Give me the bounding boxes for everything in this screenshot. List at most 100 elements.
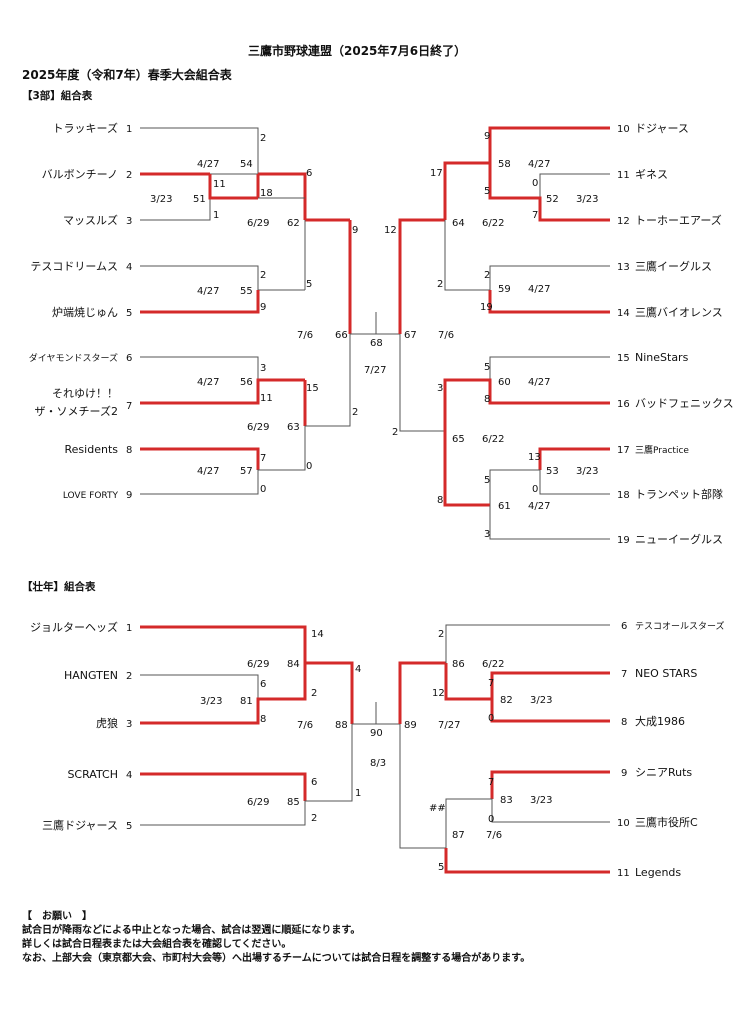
bracket-label: 7/6 <box>297 330 313 341</box>
bracket-label: 2 <box>311 688 317 699</box>
team-number: 8 <box>621 717 627 728</box>
team-number: 6 <box>126 353 132 364</box>
team-name: ダイヤモンドスターズ <box>29 352 118 364</box>
team-name: NEO STARS <box>635 667 697 680</box>
team-number: 18 <box>617 490 630 501</box>
bracket-line <box>443 378 610 431</box>
team-number: 7 <box>126 401 132 412</box>
bracket-line <box>488 126 610 163</box>
bracket-label: 4/27 <box>528 159 550 170</box>
bracket-label: 6/22 <box>482 659 504 670</box>
team-number: 7 <box>621 669 627 680</box>
team-number: 4 <box>126 262 132 273</box>
bracket-label: 53 <box>546 466 559 477</box>
section-header-3bu: 【3部】組合表 <box>22 90 93 102</box>
team-name: SCRATCH <box>67 768 118 781</box>
bracket-label: 13 <box>528 452 541 463</box>
team-number: 10 <box>617 124 630 135</box>
bracket-label: 8 <box>260 714 266 725</box>
bracket-label: 15 <box>306 383 319 394</box>
bracket-line <box>140 127 259 175</box>
bracket-line <box>488 163 610 222</box>
bracket-label: 0 <box>488 713 494 724</box>
team-name: 炉端焼じゅん <box>52 306 118 319</box>
bracket-line <box>398 661 446 724</box>
bracket-label: 4/27 <box>197 286 219 297</box>
bracket-line <box>140 447 260 470</box>
bracket-label: 6/22 <box>482 434 504 445</box>
bracket-label: 11 <box>260 393 273 404</box>
bracket-label: 0 <box>488 814 494 825</box>
bracket-line <box>399 334 445 432</box>
team-name: テスコオールスターズ <box>635 620 725 632</box>
bracket-line <box>140 356 259 380</box>
bracket-label: 7 <box>488 777 494 788</box>
team-name: ジョルターヘッズ <box>30 620 118 634</box>
bracket-line <box>305 334 351 427</box>
bracket-label: 59 <box>498 284 511 295</box>
bracket-label: 61 <box>498 501 511 512</box>
bracket-line <box>398 218 445 334</box>
bracket-label: 6 <box>306 168 312 179</box>
bracket-line <box>140 290 260 314</box>
team-name: トーホーエアーズ <box>635 213 722 227</box>
bracket-label: 0 <box>260 484 266 495</box>
bracket-label: 56 <box>240 377 253 388</box>
bracket-label: 1 <box>213 210 219 221</box>
bracket-label: 2 <box>311 813 317 824</box>
team-name: シニアRuts <box>635 766 692 779</box>
bracket-label: 7/27 <box>364 365 386 376</box>
bracket-label: 5 <box>484 186 490 197</box>
bracket-label: 4/27 <box>197 466 219 477</box>
bracket-label: 67 <box>404 330 417 341</box>
bracket-line <box>444 848 610 874</box>
bracket-label: 18 <box>260 188 273 199</box>
bracket-line <box>488 290 610 314</box>
bracket-label: 0 <box>306 461 312 472</box>
team-number: 5 <box>126 821 132 832</box>
bracket-label: 12 <box>384 225 397 236</box>
bracket-label: 6 <box>311 777 317 788</box>
bracket-label: 64 <box>452 218 465 229</box>
team-number: 5 <box>126 308 132 319</box>
bracket-label: 90 <box>370 728 383 739</box>
bracket-label: 3 <box>437 383 443 394</box>
bracket-line <box>140 378 305 405</box>
bracket-label: 88 <box>335 720 348 731</box>
bracket-label: 83 <box>500 795 513 806</box>
bracket-line <box>444 220 610 291</box>
team-name: 三鷹バイオレンス <box>635 305 723 319</box>
bracket-label: 65 <box>452 434 465 445</box>
team-name: トラッキーズ <box>53 121 118 135</box>
team-name: 大成1986 <box>635 714 685 728</box>
page-subtitle: 2025年度（令和7年）春季大会組合表 <box>22 68 232 82</box>
bracket-label: 6/29 <box>247 422 269 433</box>
bracket-label: 2 <box>437 279 443 290</box>
bracket-line <box>140 663 307 725</box>
bracket-label: 9 <box>260 302 266 313</box>
bracket-label: 82 <box>500 695 513 706</box>
bracket-label: 85 <box>287 797 300 808</box>
bracket-label: 55 <box>240 286 253 297</box>
team-number: 10 <box>617 818 630 829</box>
bracket-label: 3 <box>260 363 266 374</box>
team-name: トランペット部隊 <box>635 487 723 501</box>
bracket-line <box>140 426 306 495</box>
bracket-label: 3/23 <box>200 696 222 707</box>
bracket-label: 5 <box>438 862 444 873</box>
team-name: それゆけ！！ <box>52 387 118 400</box>
bracket-line <box>140 625 307 663</box>
team-number: 6 <box>621 621 627 632</box>
bracket-label: 9 <box>352 225 358 236</box>
team-number: 11 <box>617 868 630 879</box>
bracket-label: 7/6 <box>486 830 502 841</box>
bracket-label: 2 <box>260 133 266 144</box>
bracket-label: 7 <box>532 210 538 221</box>
team-number: 1 <box>126 124 132 135</box>
bracket-line <box>443 161 490 220</box>
bracket-label: 8/3 <box>370 758 386 769</box>
bracket-line <box>305 661 354 724</box>
bracket-label: 3/23 <box>576 466 598 477</box>
team-number: 4 <box>126 770 132 781</box>
bracket-label: 63 <box>287 422 300 433</box>
